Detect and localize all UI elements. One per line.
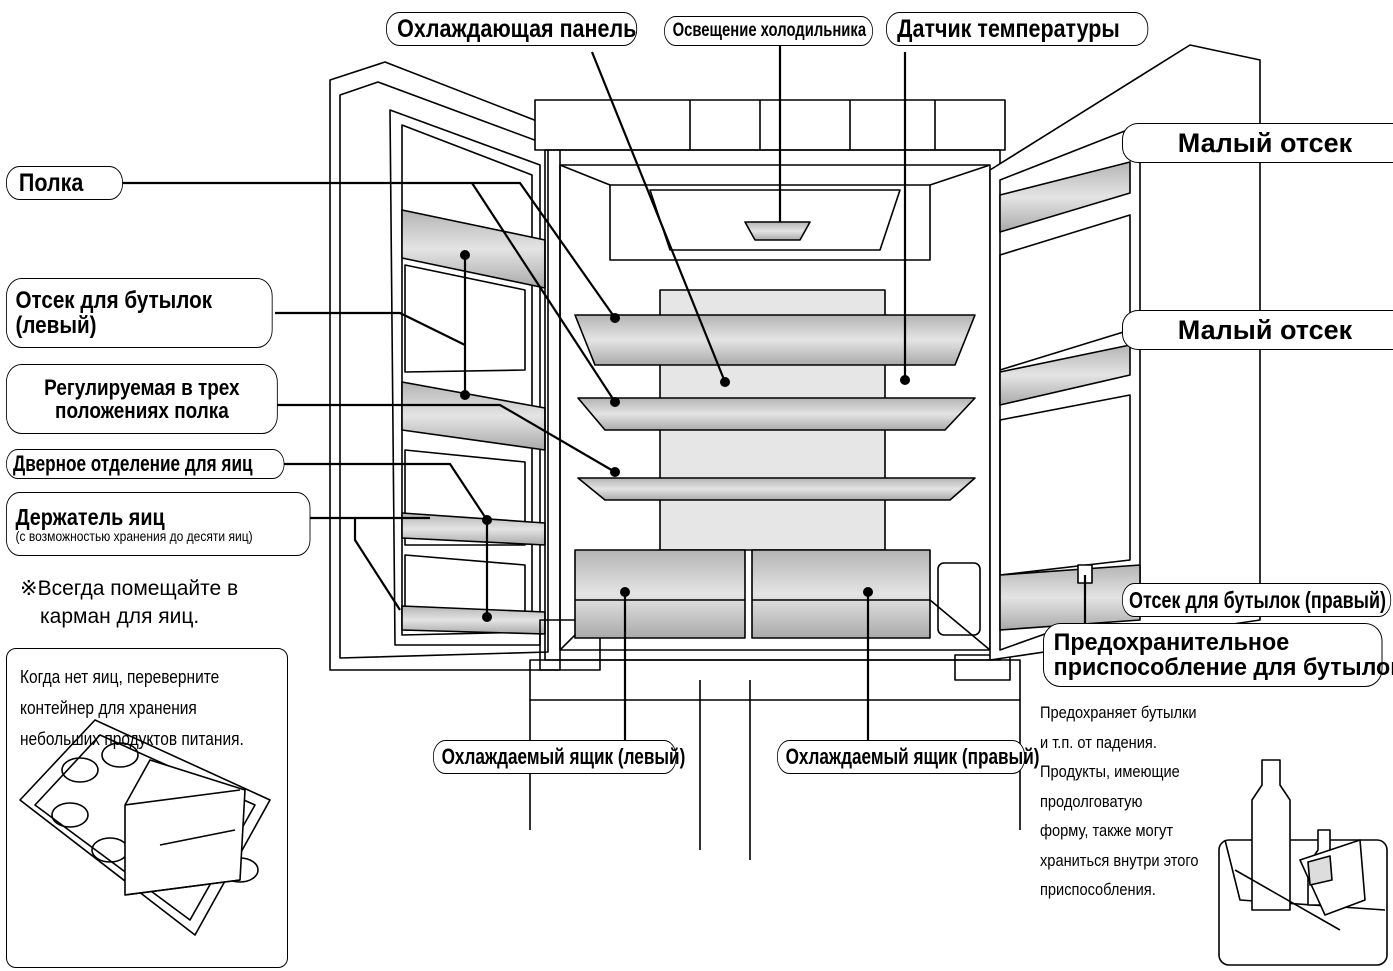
egg-note-line: контейнер для хранения (20, 698, 197, 718)
shelf-top (574, 314, 976, 366)
guard-note-line: и т.п. от падения. (1040, 732, 1157, 752)
egg-container-note-text: Когда нет яиц, переверните контейнер для… (20, 662, 244, 755)
label-bottle-compartment-left: Отсек для бутылок (левый) (6, 278, 273, 348)
fridge-light (744, 221, 811, 241)
label-egg-holder-title: Держатель яиц (15, 503, 165, 530)
label-bottle-compartment-right: Отсек для бутылок (правый) (1122, 583, 1392, 617)
left-door (329, 61, 561, 671)
right-door-bin-middle (999, 344, 1131, 406)
label-guard-line2: приспособление для бутылок (1053, 654, 1393, 681)
label-temperature-sensor: Датчик температуры (886, 12, 1149, 46)
label-bottle-guard: Предохранительное приспособление для бут… (1043, 623, 1393, 687)
egg-note-line: небольших продуктов питания. (20, 729, 244, 749)
chilled-drawer-right (751, 549, 931, 639)
guard-note-line: Предохраняет бутылки (1040, 703, 1197, 722)
egg-container-illustration (19, 719, 271, 936)
shelf-bottom (577, 477, 976, 501)
label-adjustable-line2: положениях полка (55, 398, 229, 423)
note-egg-pocket-1: ※Всегда помещайте в (20, 577, 239, 600)
label-adjustable-line1: Регулируемая в трех (44, 374, 240, 400)
label-small-compartment-top: Малый отсек (1122, 123, 1393, 163)
guard-note-line: продолговатую (1040, 791, 1143, 811)
label-egg-holder: Держатель яиц (с возможностью хранения д… (6, 492, 311, 556)
bottle-guard-note-text: Предохраняет бутылки и т.п. от падения. … (1040, 698, 1199, 905)
guard-note-line: Продукты, имеющие (1040, 762, 1180, 781)
label-bottle-left-line1: Отсек для бутылок (15, 286, 213, 314)
label-cooling-panel: Охлаждающая панель (386, 12, 638, 46)
shelf-middle (577, 397, 976, 431)
label-chilled-drawer-left: Охлаждаемый ящик (левый) (433, 740, 685, 774)
label-egg-holder-sub: (с возможностью хранения до десяти яиц) (15, 527, 253, 544)
label-chilled-drawer-right: Охлаждаемый ящик (правый) (777, 740, 1039, 774)
label-shelf: Полка (6, 166, 123, 200)
right-door-bin-top (999, 161, 1131, 233)
guard-note-line: форму, также могут (1040, 821, 1174, 840)
label-bottle-left-line2: (левый) (15, 312, 97, 339)
label-door-egg-compartment: Дверное отделение для яиц (6, 449, 285, 479)
label-guard-line1: Предохранительное (1053, 628, 1290, 656)
bottle-guard-illustration (1218, 759, 1388, 966)
label-small-compartment-middle: Малый отсек (1122, 310, 1393, 350)
egg-container-note-box (6, 648, 288, 968)
guard-note-line: приспособления. (1040, 880, 1156, 899)
note-egg-pocket-2: карман для яиц. (40, 605, 200, 628)
chilled-drawer-left (574, 549, 746, 639)
label-adjustable-shelf: Регулируемая в трех положениях полка (6, 364, 278, 434)
right-door-bottle-bin (999, 564, 1141, 631)
label-fridge-light: Освещение холодильника (664, 16, 874, 46)
guard-note-line: храниться внутри этого (1040, 850, 1199, 870)
egg-note-line: Когда нет яиц, переверните (20, 667, 220, 687)
